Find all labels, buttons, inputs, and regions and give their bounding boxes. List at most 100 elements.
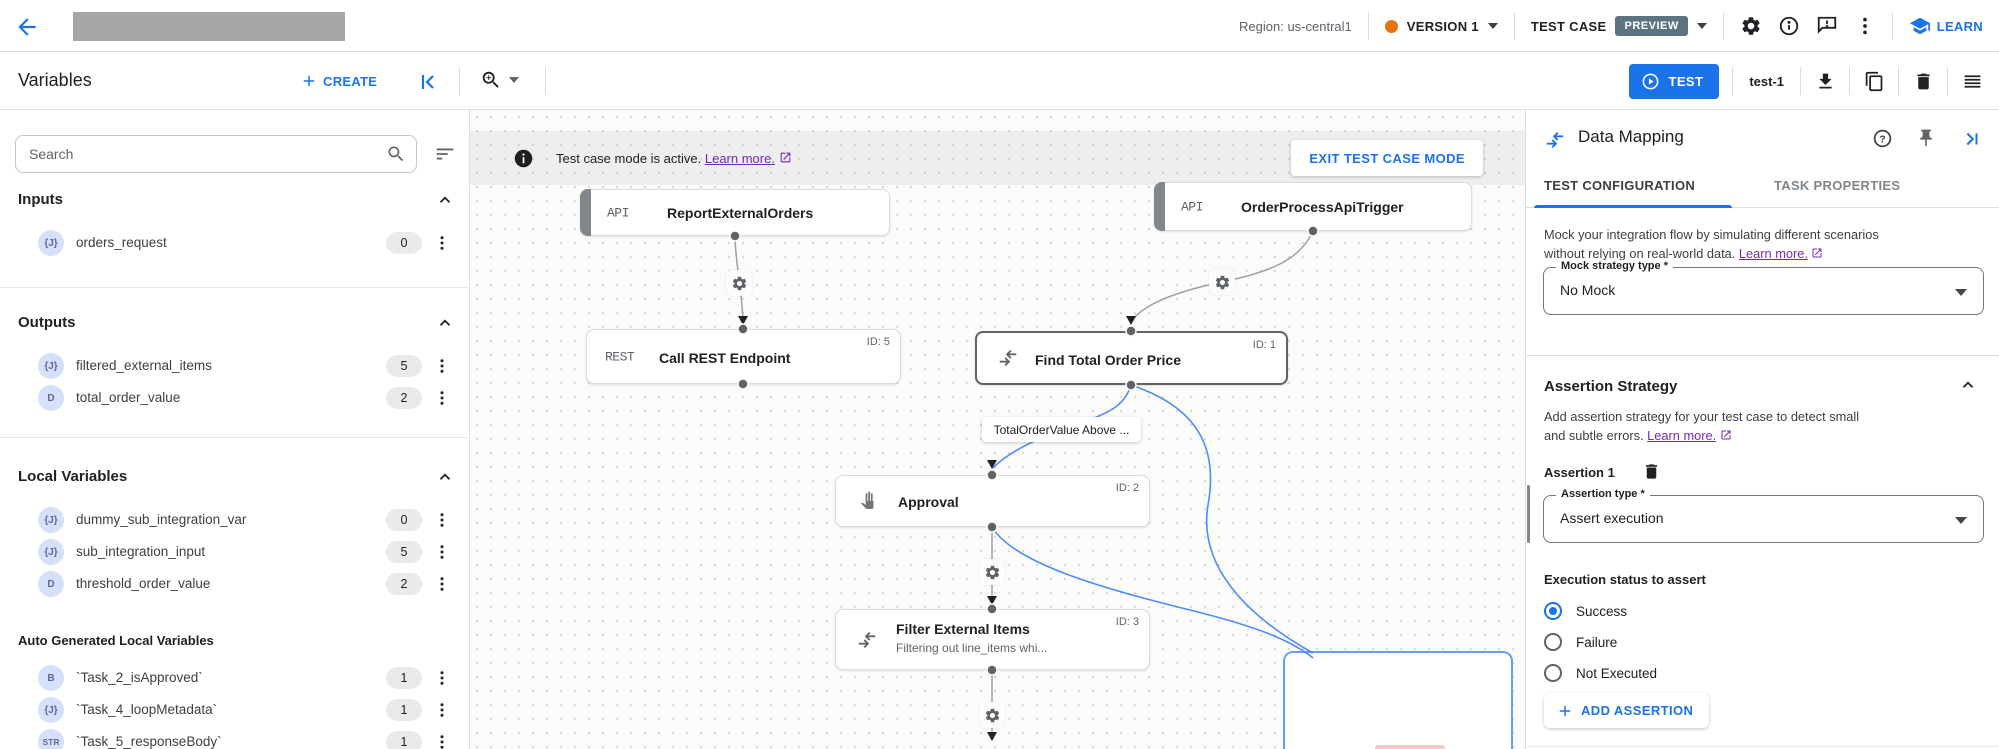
panel-tabs: TEST CONFIGURATION TASK PROPERTIES <box>1526 166 1999 208</box>
assertion-description: Add assertion strategy for your test cas… <box>1544 408 1880 445</box>
version-selector[interactable]: VERSION 1 <box>1384 19 1498 34</box>
variable-row[interactable]: {J} sub_integration_input 5 <box>0 537 469 567</box>
mock-strategy-select[interactable]: Mock strategy type * No Mock <box>1543 260 1984 315</box>
chevron-up-icon[interactable] <box>1959 376 1981 398</box>
edge-gear-icon[interactable] <box>1209 269 1235 295</box>
learn-button[interactable]: LEARN <box>1909 15 1983 37</box>
assertion-learn-more-link[interactable]: Learn more. <box>1647 427 1717 443</box>
banner-learn-more-link[interactable]: Learn more. <box>704 150 775 166</box>
edge-gear-icon[interactable] <box>979 559 1005 585</box>
integration-canvas[interactable]: Test case mode is active. Learn more. EX… <box>470 110 1525 749</box>
delete-assertion-icon[interactable] <box>1642 462 1662 482</box>
tab-test-configuration[interactable]: TEST CONFIGURATION <box>1544 178 1696 193</box>
variable-row[interactable]: {J} orders_request 0 <box>0 228 469 258</box>
search-box <box>15 135 417 173</box>
test-case-name[interactable]: test-1 <box>1749 73 1784 89</box>
usage-count-badge: 1 <box>386 699 422 721</box>
chevron-up-icon[interactable] <box>436 191 454 209</box>
search-icon[interactable] <box>386 144 406 164</box>
divider <box>1800 67 1801 95</box>
more-vert-icon[interactable] <box>432 355 452 377</box>
node-title: Filter External Items <box>896 621 1030 637</box>
more-vert-icon[interactable] <box>432 509 452 531</box>
settings-gear-icon[interactable] <box>1740 15 1762 37</box>
radio-not-executed[interactable]: Not Executed <box>1544 662 1657 684</box>
node-id: ID: 1 <box>1252 339 1276 351</box>
node-accent-tab <box>580 189 591 236</box>
collapse-panel-icon[interactable] <box>416 70 440 94</box>
panel-scrollbar-thumb[interactable] <box>1527 485 1530 543</box>
more-vert-icon[interactable] <box>432 699 452 721</box>
usage-count-badge: 0 <box>386 232 422 254</box>
mock-learn-more-link[interactable]: Learn more. <box>1738 245 1808 261</box>
node-call-rest-endpoint[interactable]: REST Call REST Endpoint ID: 5 <box>586 329 901 384</box>
divider <box>1526 746 1999 747</box>
radio-label: Success <box>1576 603 1628 619</box>
more-vert-icon[interactable] <box>432 232 452 254</box>
more-vert-icon[interactable] <box>432 541 452 563</box>
delete-icon[interactable] <box>1912 70 1934 92</box>
boolean-type-icon: B <box>38 665 64 691</box>
node-order-process-api-trigger[interactable]: API OrderProcessApiTrigger <box>1154 182 1472 231</box>
chevron-down-icon <box>509 77 519 83</box>
divider <box>1849 67 1850 95</box>
more-vert-icon[interactable] <box>432 731 452 749</box>
node-title: Approval <box>898 494 959 510</box>
feedback-icon[interactable] <box>1816 15 1838 37</box>
more-vert-icon[interactable] <box>1854 15 1876 37</box>
assertion-type-label: Assertion type * <box>1556 488 1650 500</box>
variable-row[interactable]: STR `Task_5_responseBody` 1 <box>0 727 469 749</box>
menu-list-icon[interactable] <box>1961 70 1983 92</box>
radio-failure[interactable]: Failure <box>1544 631 1617 653</box>
node-approval[interactable]: Approval ID: 2 <box>835 475 1150 527</box>
close-panel-icon[interactable] <box>1960 128 1982 150</box>
more-vert-icon[interactable] <box>432 573 452 595</box>
variable-name: sub_integration_input <box>76 544 206 559</box>
zoom-control[interactable] <box>480 69 519 91</box>
node-title: ReportExternalOrders <box>667 205 814 221</box>
test-button[interactable]: TEST <box>1629 63 1720 99</box>
mock-description: Mock your integration flow by simulating… <box>1544 226 1880 263</box>
usage-count-badge: 1 <box>386 667 422 689</box>
node-report-external-orders[interactable]: API ReportExternalOrders <box>580 189 890 236</box>
info-icon[interactable] <box>1778 15 1800 37</box>
add-assertion-label: ADD ASSERTION <box>1581 703 1694 718</box>
variable-row[interactable]: {J} filtered_external_items 5 <box>0 351 469 381</box>
variable-row[interactable]: {J} dummy_sub_integration_var 0 <box>0 505 469 535</box>
edge-condition-label[interactable]: TotalOrderValue Above ... <box>982 417 1141 442</box>
edge-gear-icon[interactable] <box>979 702 1005 728</box>
more-vert-icon[interactable] <box>432 387 452 409</box>
node-title: Find Total Order Price <box>1035 352 1181 368</box>
variables-sidebar: Inputs {J} orders_request 0 Outputs {J} … <box>0 110 470 749</box>
node-title: OrderProcessApiTrigger <box>1241 199 1404 215</box>
variable-row[interactable]: D total_order_value 2 <box>0 383 469 413</box>
chevron-up-icon[interactable] <box>436 314 454 332</box>
pin-icon[interactable] <box>1916 128 1938 150</box>
json-type-icon: {J} <box>38 507 64 533</box>
variable-row[interactable]: D threshold_order_value 2 <box>0 569 469 599</box>
divider <box>459 67 460 95</box>
more-vert-icon[interactable] <box>432 667 452 689</box>
edge-gear-icon[interactable] <box>726 270 752 296</box>
download-icon[interactable] <box>1814 70 1836 92</box>
node-id: ID: 3 <box>1115 616 1139 628</box>
back-arrow-icon[interactable] <box>14 14 40 40</box>
help-icon[interactable]: ? <box>1872 128 1894 150</box>
exit-test-case-mode-button[interactable]: EXIT TEST CASE MODE <box>1291 140 1483 176</box>
variable-row[interactable]: {J} `Task_4_loopMetadata` 1 <box>0 695 469 725</box>
sort-filter-icon[interactable] <box>434 143 456 165</box>
chevron-up-icon[interactable] <box>436 468 454 486</box>
radio-success[interactable]: Success <box>1544 600 1627 622</box>
search-input[interactable] <box>29 146 386 162</box>
test-case-selector[interactable]: TEST CASE PREVIEW <box>1531 16 1707 36</box>
copy-icon[interactable] <box>1863 70 1885 92</box>
node-find-total-order-price[interactable]: Find Total Order Price ID: 1 <box>975 331 1288 385</box>
assertion-type-select[interactable]: Assertion type * Assert execution <box>1543 488 1984 543</box>
variable-row[interactable]: B `Task_2_isApproved` 1 <box>0 663 469 693</box>
create-variable-button[interactable]: CREATE <box>300 72 377 90</box>
sub-flow-box[interactable] <box>1283 651 1513 749</box>
node-filter-external-items[interactable]: Filter External Items Filtering out line… <box>835 609 1150 670</box>
preview-badge: PREVIEW <box>1615 16 1688 36</box>
tab-task-properties[interactable]: TASK PROPERTIES <box>1774 178 1901 193</box>
add-assertion-button[interactable]: ADD ASSERTION <box>1544 693 1710 728</box>
